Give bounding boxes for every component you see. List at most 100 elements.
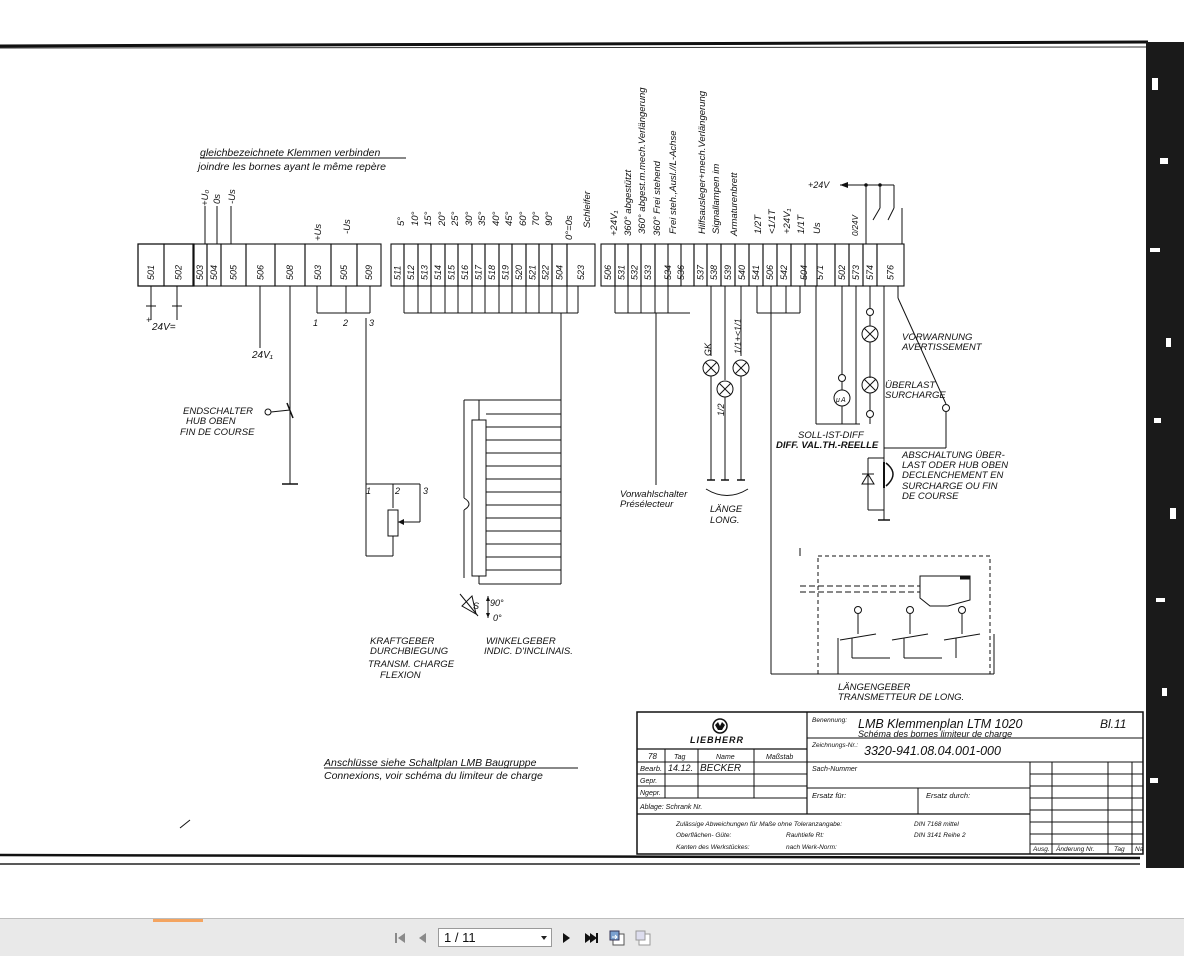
- terminal-label: Hilfsausleger+mech.Verlängerung: [697, 90, 708, 234]
- terminal-label: 360° abgest.m.mech.Verlängerung: [637, 87, 648, 234]
- terminal-number: 511: [393, 266, 403, 280]
- title-block: LIEBHERR Benennung: LMB Klemmenplan LTM …: [636, 711, 1144, 855]
- terminal-number: 508: [285, 265, 295, 280]
- supply-arrow-label: +24V: [808, 180, 830, 190]
- svg-text:Vorwahlschalter: Vorwahlschalter: [620, 489, 688, 500]
- terminal-number: 504: [555, 265, 565, 280]
- next-page-button[interactable]: [558, 929, 576, 947]
- svg-text:Ablage: Schrank Nr.: Ablage: Schrank Nr.: [639, 804, 702, 811]
- single-page-icon: [635, 930, 651, 946]
- svg-text:WINKELGEBER: WINKELGEBER: [486, 636, 556, 647]
- svg-text:Kanten des Werkstückes:: Kanten des Werkstückes:: [676, 844, 750, 851]
- terminal-number: 504: [209, 265, 219, 280]
- anschluesse-de: Anschlüsse siehe Schaltplan LMB Baugrupp…: [323, 757, 537, 769]
- terminal-label: Schleifer: [582, 190, 593, 228]
- terminal-number: 506: [256, 265, 266, 280]
- terminal-number: 516: [460, 265, 470, 280]
- kraftgeber-label: KRAFTGEBER DURCHBIEGUNG TRANSM. CHARGE F…: [368, 636, 455, 681]
- svg-text:DIFF. VAL.TH.-REELLE: DIFF. VAL.TH.-REELLE: [776, 440, 879, 451]
- terminal-number: 574: [865, 265, 875, 280]
- terminal-label: -Us: [342, 219, 353, 234]
- terminal-number: 523: [576, 265, 586, 280]
- supply-24v1-label: 24V₁: [251, 350, 273, 361]
- terminal-number: 502: [174, 265, 184, 280]
- svg-text:LÄNGENGEBER: LÄNGENGEBER: [838, 682, 910, 693]
- svg-text:GK: GK: [703, 342, 713, 356]
- svg-text:DURCHBIEGUNG: DURCHBIEGUNG: [370, 646, 448, 657]
- note-top-de: gleichbezeichnete Klemmen verbinden: [200, 147, 381, 159]
- svg-text:Benennung:: Benennung:: [812, 717, 847, 724]
- first-page-button[interactable]: [392, 929, 410, 947]
- single-page-button[interactable]: [634, 929, 652, 947]
- svg-text:1: 1: [366, 486, 371, 496]
- terminal-label: -Us: [227, 189, 238, 204]
- terminal-number: 506: [765, 265, 775, 280]
- terminal-number: 576: [886, 265, 896, 280]
- svg-text:Ersatz durch:: Ersatz durch:: [926, 791, 970, 800]
- svg-text:Tag: Tag: [1114, 846, 1125, 853]
- svg-text:DECLENCHEMENT EN: DECLENCHEMENT EN: [902, 470, 1003, 481]
- laengengeber-sensor: [799, 548, 991, 675]
- terminal-label: 30°: [464, 211, 475, 226]
- terminal-number: 505: [229, 264, 239, 280]
- terminal-number: 515: [447, 264, 457, 280]
- fit-page-icon: [609, 930, 625, 946]
- next-page-icon: [563, 933, 570, 943]
- svg-text:Bearb.: Bearb.: [640, 764, 662, 773]
- previous-page-button[interactable]: [414, 929, 432, 947]
- svg-text:ÜBERLAST: ÜBERLAST: [885, 380, 936, 391]
- terminal-label: +24V₁: [609, 211, 620, 236]
- terminal-number: 509: [364, 265, 374, 280]
- svg-text:78: 78: [648, 752, 657, 761]
- svg-text:TRANSM. CHARGE: TRANSM. CHARGE: [368, 659, 455, 670]
- terminal-number: 522: [541, 265, 551, 280]
- terminal-number: 512: [406, 265, 416, 280]
- laengengeber-wiring: [756, 286, 995, 675]
- terminal-label: Frei steh.,Ausl.//L-Achse: [668, 131, 679, 234]
- svg-text:Änderung Nr.: Änderung Nr.: [1055, 845, 1095, 853]
- terminal-label: +24V₁: [782, 209, 793, 234]
- terminal-label: 5°: [396, 217, 407, 226]
- lamp-full: [732, 359, 750, 377]
- terminal-number: 573: [851, 265, 861, 280]
- winkelgeber-label: WINKELGEBER INDIC. D'INCLINAIS.: [484, 636, 573, 657]
- terminal-number: 503: [313, 265, 323, 280]
- terminal-number: 571: [815, 265, 825, 280]
- abschaltung-label: ABSCHALTUNG ÜBER- LAST ODER HUB OBEN DEC…: [901, 450, 1008, 502]
- terminal-number: 538: [709, 265, 719, 280]
- terminal-label: <1/1T: [767, 208, 778, 234]
- terminal-block: [566, 243, 596, 287]
- vorwahl-wiring: Vorwahlschalter Présélecteur: [614, 286, 690, 510]
- page-select[interactable]: 1 / 11: [438, 928, 552, 947]
- ueberlast-label: ÜBERLAST SURCHARGE: [885, 380, 946, 401]
- lamp-gk: [702, 359, 720, 377]
- scan-edge: [1140, 42, 1184, 868]
- terminal-label: 20°: [437, 211, 448, 227]
- svg-text:Ersatz für:: Ersatz für:: [812, 791, 846, 800]
- svg-text:1/2: 1/2: [716, 403, 726, 416]
- terminal-label: 360° Frei stehend: [652, 160, 663, 236]
- terminal-number: 521: [528, 265, 538, 280]
- svg-text:Gepr.: Gepr.: [640, 778, 657, 785]
- drawing-number: 3320-941.08.04.001-000: [864, 744, 1001, 758]
- terminal-number: 519: [501, 265, 511, 280]
- terminal-number: 503: [195, 265, 205, 280]
- terminal-number: 513: [420, 265, 430, 280]
- wiring-diagram: gleichbezeichnete Klemmen verbinden join…: [0, 40, 1184, 868]
- angle-marker: 90° 0° S: [459, 593, 504, 623]
- first-page-icon: [395, 933, 405, 943]
- terminal-label: 70°: [531, 211, 542, 226]
- terminal-label: 45°: [504, 211, 515, 226]
- svg-text:LÄNGE: LÄNGE: [710, 504, 743, 515]
- svg-text:1/1+<1/1: 1/1+<1/1: [733, 318, 743, 354]
- vorwarnung-label: VORWARNUNG AVERTISSEMENT: [901, 332, 983, 353]
- svg-text:AVERTISSEMENT: AVERTISSEMENT: [901, 342, 983, 353]
- last-page-button[interactable]: [582, 929, 600, 947]
- svg-text:DE COURSE: DE COURSE: [902, 491, 959, 502]
- terminal-number: 502: [837, 265, 847, 280]
- terminal-block: [356, 243, 382, 287]
- terminal-number: 537: [696, 264, 706, 280]
- last-page-icon: [585, 933, 598, 943]
- fit-page-button[interactable]: [608, 929, 626, 947]
- svg-text:ENDSCHALTER: ENDSCHALTER: [183, 406, 253, 417]
